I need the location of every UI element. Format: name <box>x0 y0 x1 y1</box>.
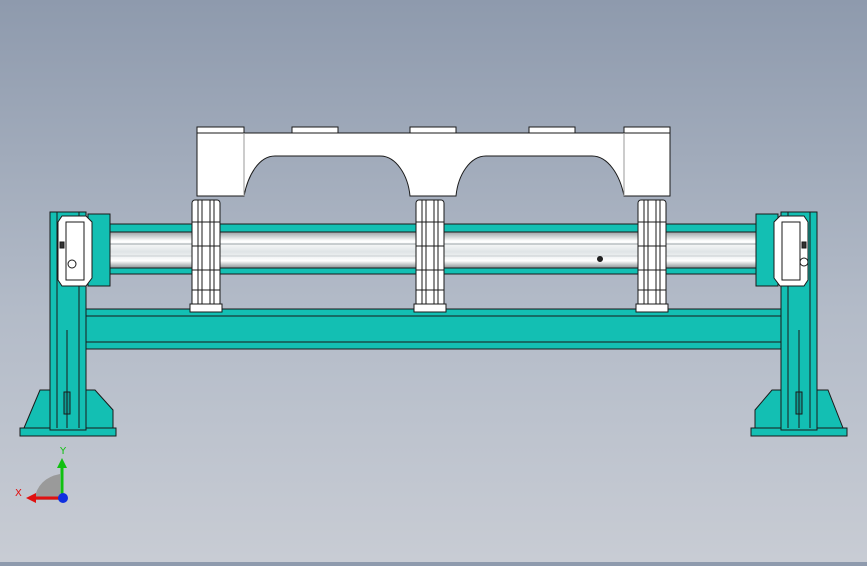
top-bracket <box>196 126 671 197</box>
right-end-bearing <box>755 213 809 287</box>
cross-beam <box>85 308 782 350</box>
shaft-hole <box>597 256 603 262</box>
triad-plane-icon <box>34 474 60 500</box>
sprocket-assembly-left <box>189 199 223 313</box>
coordinate-triad: Y X <box>15 446 68 503</box>
triad-y-label: Y <box>59 446 67 457</box>
right-support-stand <box>750 211 848 437</box>
triad-x-label: X <box>15 488 22 499</box>
sprocket-assembly-center <box>413 199 447 313</box>
left-end-bearing <box>57 213 111 287</box>
sprocket-assembly-right <box>635 199 669 313</box>
